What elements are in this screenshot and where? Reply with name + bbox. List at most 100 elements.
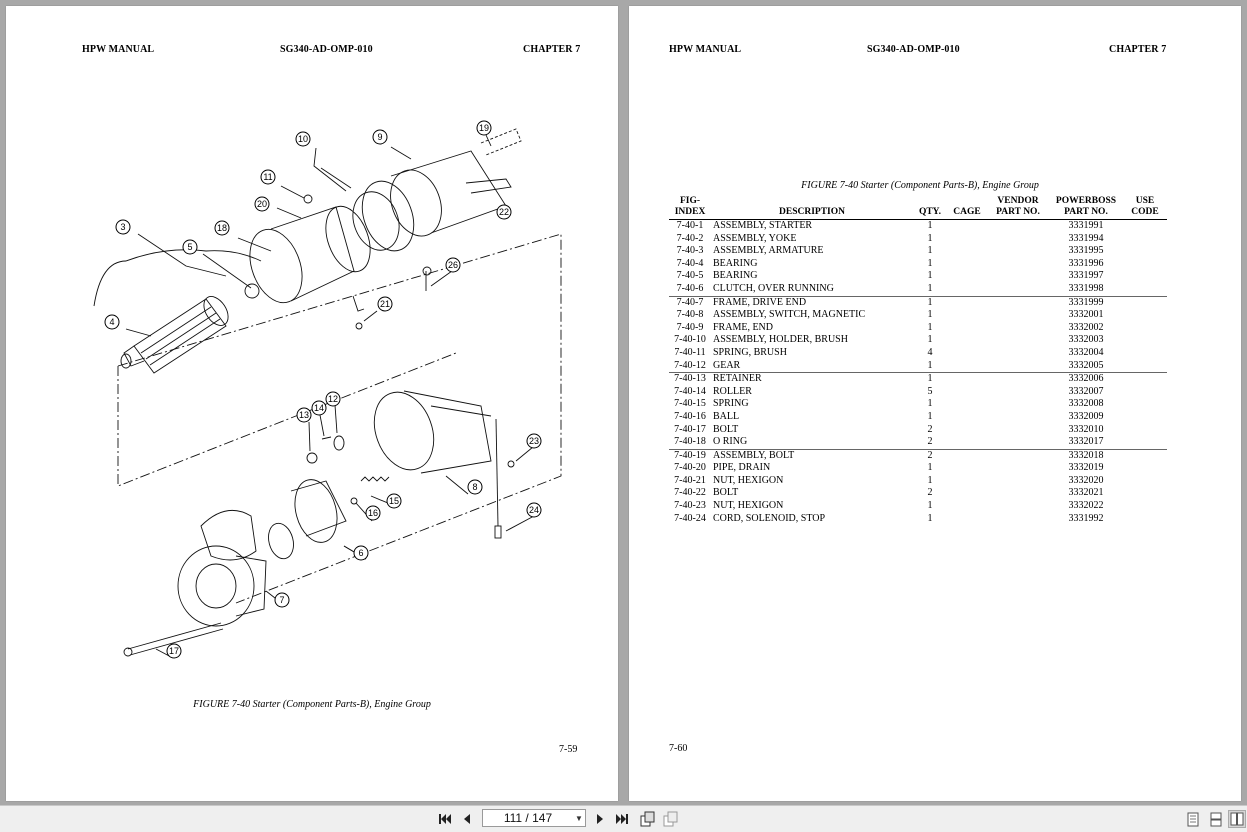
cell-powerboss-part: 3332019	[1068, 462, 1104, 474]
cell-powerboss-part: 3331994	[1068, 232, 1104, 244]
svg-text:22: 22	[499, 207, 509, 217]
cell-powerboss-part: 3332001	[1068, 309, 1104, 321]
svg-text:14: 14	[314, 403, 324, 413]
cell-use-code	[1123, 360, 1167, 373]
page-indicator: 111 / 147	[503, 811, 553, 825]
first-page-icon[interactable]	[436, 810, 454, 828]
cell-vendor-part	[987, 295, 1049, 310]
cell-cage	[947, 309, 987, 322]
cell-use-code	[1123, 295, 1167, 310]
cell-powerboss-part: 3331991	[1068, 220, 1104, 231]
cell-description: ROLLER	[713, 385, 752, 397]
cell-description: BALL	[713, 410, 740, 422]
callout-8: 8	[467, 479, 483, 495]
cell-description: O RING	[713, 436, 748, 448]
svg-text:11: 11	[263, 172, 272, 182]
cell-cage	[947, 411, 987, 424]
cell-use-code	[1123, 398, 1167, 411]
cell-vendor-part	[987, 448, 1049, 463]
cell-description: ASSEMBLY, YOKE	[713, 232, 797, 244]
page-number-right: 7-60	[669, 743, 688, 754]
cell-qty: 1	[927, 398, 933, 410]
cell-powerboss-part: 3332020	[1068, 474, 1104, 486]
next-page-icon[interactable]	[591, 810, 609, 828]
cell-use-code	[1123, 258, 1167, 271]
cell-cage	[947, 500, 987, 513]
cell-cage	[947, 360, 987, 373]
cell-description: CLUTCH, OVER RUNNING	[713, 282, 834, 294]
viewer-toolbar: 111 / 147 ▼	[0, 805, 1247, 832]
continuous-view-icon[interactable]	[1207, 810, 1225, 828]
cell-fig-index: 7-40-22	[674, 487, 706, 499]
cell-vendor-part	[987, 372, 1049, 386]
chevron-down-icon[interactable]: ▼	[575, 813, 583, 823]
cell-vendor-part	[987, 500, 1049, 513]
cell-cage	[947, 487, 987, 500]
cell-vendor-part	[987, 436, 1049, 449]
cell-cage	[947, 448, 987, 463]
cell-vendor-part	[987, 411, 1049, 424]
single-page-view-icon[interactable]	[1184, 810, 1202, 828]
callout-26: 26	[445, 257, 461, 273]
cell-use-code	[1123, 386, 1167, 399]
page-number-input[interactable]: 111 / 147 ▼	[482, 809, 586, 827]
cell-vendor-part	[987, 220, 1049, 233]
cell-powerboss-part: 3332004	[1068, 346, 1104, 358]
svg-text:12: 12	[328, 394, 338, 404]
col-cage: CAGE	[947, 196, 987, 220]
cell-fig-index: 7-40-19	[669, 448, 711, 463]
cell-description: PIPE, DRAIN	[713, 462, 771, 474]
right-page: HPW MANUAL SG340-AD-OMP-010 CHAPTER 7 FI…	[629, 6, 1241, 801]
cell-powerboss-part: 3331997	[1068, 270, 1104, 282]
cell-fig-index: 7-40-6	[676, 282, 704, 294]
cell-fig-index: 7-40-18	[674, 436, 706, 448]
cell-powerboss-part: 3331992	[1068, 512, 1104, 524]
callout-22: 22	[496, 204, 512, 220]
callout-12: 12	[325, 391, 341, 407]
cell-use-code	[1123, 322, 1167, 335]
svg-text:23: 23	[529, 436, 539, 446]
copy-icon[interactable]	[662, 810, 680, 828]
two-page-view-icon[interactable]	[1228, 810, 1246, 828]
cell-use-code	[1123, 424, 1167, 437]
callout-13: 13	[296, 407, 312, 423]
cell-description: NUT, HEXIGON	[713, 500, 784, 512]
cell-qty: 1	[927, 474, 933, 486]
cell-qty: 2	[913, 448, 947, 463]
cell-cage	[947, 475, 987, 488]
cell-fig-index: 7-40-24	[674, 512, 706, 524]
cell-vendor-part	[987, 475, 1049, 488]
cell-qty: 5	[927, 385, 933, 397]
cell-powerboss-part: 3332007	[1068, 385, 1104, 397]
cell-use-code	[1123, 334, 1167, 347]
prev-page-icon[interactable]	[458, 810, 476, 828]
rotate-icon[interactable]	[639, 810, 657, 828]
cell-use-code	[1123, 270, 1167, 283]
cell-fig-index: 7-40-15	[674, 398, 706, 410]
header-center: SG340-AD-OMP-010	[867, 44, 960, 55]
figure-caption: FIGURE 7-40 Starter (Component Parts-B),…	[193, 699, 431, 710]
magnetic-switch-part	[373, 390, 502, 539]
cell-fig-index: 7-40-17	[674, 423, 706, 435]
cell-powerboss-part: 3332003	[1068, 334, 1104, 346]
svg-text:5: 5	[187, 242, 192, 252]
header-right: CHAPTER 7	[1109, 44, 1167, 55]
cell-use-code	[1123, 347, 1167, 360]
cell-qty: 1	[927, 257, 933, 269]
cell-cage	[947, 424, 987, 437]
callout-4: 4	[104, 314, 120, 330]
svg-text:7: 7	[279, 595, 284, 605]
callout-7: 7	[274, 592, 290, 608]
callout-17: 17	[166, 643, 182, 659]
cell-fig-index: 7-40-23	[674, 500, 706, 512]
last-page-icon[interactable]	[613, 810, 631, 828]
